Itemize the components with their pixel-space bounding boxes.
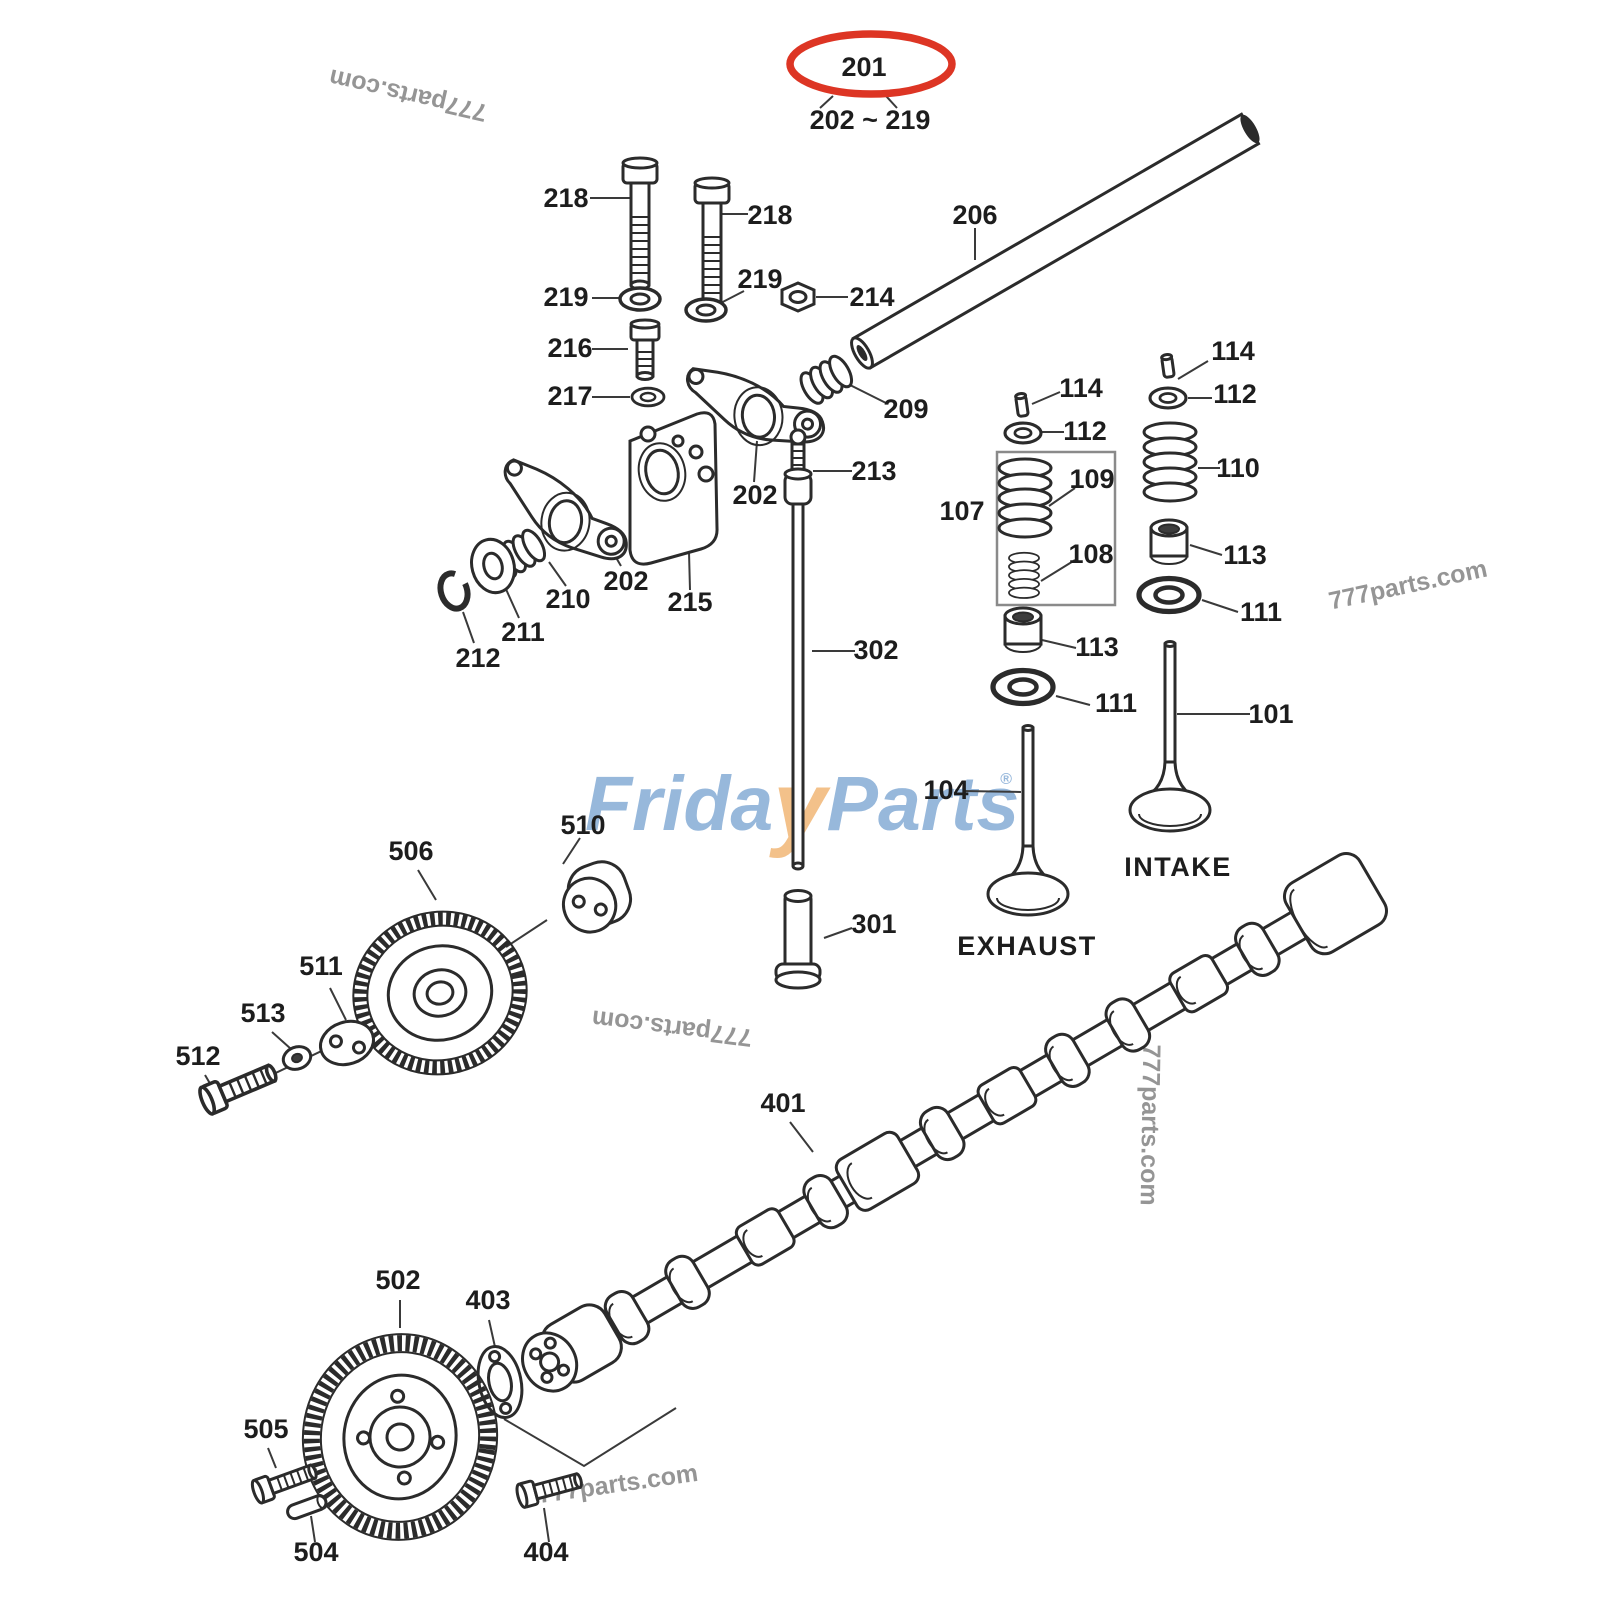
part-label-113: 113 <box>1075 632 1119 662</box>
range-label-202-219: 202 ~ 219 <box>810 105 931 135</box>
camshaft-401 <box>548 852 1388 1374</box>
spring-seat-113-intake <box>1149 518 1189 566</box>
spring-retainer-112-exhaust <box>1003 421 1043 445</box>
part-label-218: 218 <box>543 183 588 213</box>
watermark-text: 777parts.com <box>1135 1044 1166 1206</box>
logo-registered-mark: ® <box>1000 771 1012 788</box>
part-label-301: 301 <box>851 909 896 939</box>
part-label-210: 210 <box>545 584 590 614</box>
seal-washer-111-intake <box>1139 579 1199 612</box>
part-label-218: 218 <box>747 200 792 230</box>
seal-washer-111-exhaust <box>993 671 1053 704</box>
part-label-212: 212 <box>455 643 500 673</box>
part-label-510: 510 <box>560 810 605 840</box>
part-label-404: 404 <box>523 1537 568 1567</box>
parts-artwork <box>195 112 1388 1541</box>
logo-text: FridayParts <box>585 752 1019 859</box>
adjusting-screw-213 <box>783 428 813 506</box>
bolt-218-left <box>621 156 659 291</box>
part-label-112: 112 <box>1063 416 1107 446</box>
valve-cotter-114-intake <box>1159 352 1176 380</box>
part-label-213: 213 <box>851 456 896 486</box>
nut-214 <box>780 281 816 313</box>
part-label-502: 502 <box>375 1265 420 1295</box>
part-label-107: 107 <box>939 496 984 526</box>
part-label-214: 214 <box>849 282 894 312</box>
part-label-113: 113 <box>1223 540 1267 570</box>
part-label-101: 101 <box>1248 699 1293 729</box>
part-label-219: 219 <box>737 264 782 294</box>
part-label-403: 403 <box>465 1285 510 1315</box>
part-label-215: 215 <box>667 587 712 617</box>
intake-caption: INTAKE <box>1124 852 1232 882</box>
highlight-ellipse-201 <box>786 30 956 98</box>
part-label-219: 219 <box>543 282 588 312</box>
part-label-217: 217 <box>547 381 592 411</box>
part-label-112: 112 <box>1213 379 1257 409</box>
valve-spring-110 <box>1142 421 1198 503</box>
push-rod-302 <box>791 502 805 871</box>
bolt-218-right <box>693 176 731 311</box>
part-label-209: 209 <box>883 394 928 424</box>
watermark-text: 777parts.com <box>590 1004 753 1051</box>
watermark-text: 777parts.com <box>1326 555 1490 616</box>
pin-504 <box>286 1493 328 1521</box>
part-label-401: 401 <box>760 1088 805 1118</box>
valve-spring-109 <box>997 457 1053 539</box>
part-label-201: 201 <box>841 52 886 82</box>
spring-seat-113-exhaust <box>1003 606 1043 654</box>
idler-gear-506 <box>352 910 528 1076</box>
part-label-114: 114 <box>1211 336 1255 366</box>
part-label-505: 505 <box>243 1414 288 1444</box>
washer-513 <box>281 1045 313 1071</box>
part-label-202: 202 <box>732 480 777 510</box>
part-label-202: 202 <box>603 566 648 596</box>
rocker-shaft-206 <box>850 112 1261 370</box>
intake-valve-101 <box>1128 640 1212 833</box>
part-label-108: 108 <box>1068 539 1113 569</box>
spring-209 <box>795 351 858 409</box>
rocker-bracket-215 <box>628 411 719 566</box>
exhaust-caption: EXHAUST <box>957 931 1097 961</box>
part-label-216: 216 <box>547 333 592 363</box>
logo-parts: Parts <box>827 761 1020 847</box>
callout-labels: 201 202 ~ 219 218 218 219 219 216 217 21… <box>175 52 1293 1567</box>
camshaft-front-end <box>521 1303 623 1393</box>
bushing-510 <box>561 860 633 934</box>
spring-retainer-112-intake <box>1148 386 1188 410</box>
snap-ring-212 <box>437 570 471 612</box>
bolt-216 <box>629 318 661 381</box>
lock-plate-511 <box>319 1019 375 1067</box>
part-label-211: 211 <box>501 617 545 647</box>
part-label-512: 512 <box>175 1041 220 1071</box>
part-label-511: 511 <box>299 951 343 981</box>
inner-spring-108 <box>1008 551 1040 599</box>
part-label-111: 111 <box>1095 688 1137 718</box>
camshaft-end-cap <box>1282 852 1388 956</box>
part-label-504: 504 <box>293 1537 338 1567</box>
part-label-506: 506 <box>388 836 433 866</box>
part-label-206: 206 <box>952 200 997 230</box>
washer-211 <box>470 537 516 595</box>
washer-219-left <box>618 286 662 312</box>
tappet-301 <box>774 889 822 990</box>
part-label-513: 513 <box>240 998 285 1028</box>
fridayparts-logo: FridayParts ® <box>585 752 1019 859</box>
group-box-107 <box>995 450 1117 607</box>
valve-cotter-114-exhaust <box>1013 391 1030 419</box>
part-label-302: 302 <box>853 635 898 665</box>
gasket-403 <box>476 1345 524 1419</box>
part-label-114: 114 <box>1059 373 1103 403</box>
part-label-104: 104 <box>923 775 968 805</box>
logo-frida: Frida <box>585 761 773 847</box>
washer-219-right <box>684 297 728 323</box>
watermark-text: 777parts.com <box>326 63 489 127</box>
washer-217 <box>630 386 666 408</box>
part-label-109: 109 <box>1069 464 1114 494</box>
part-label-110: 110 <box>1216 453 1260 483</box>
cam-gear-502 <box>301 1333 499 1541</box>
part-label-111: 111 <box>1240 597 1282 627</box>
